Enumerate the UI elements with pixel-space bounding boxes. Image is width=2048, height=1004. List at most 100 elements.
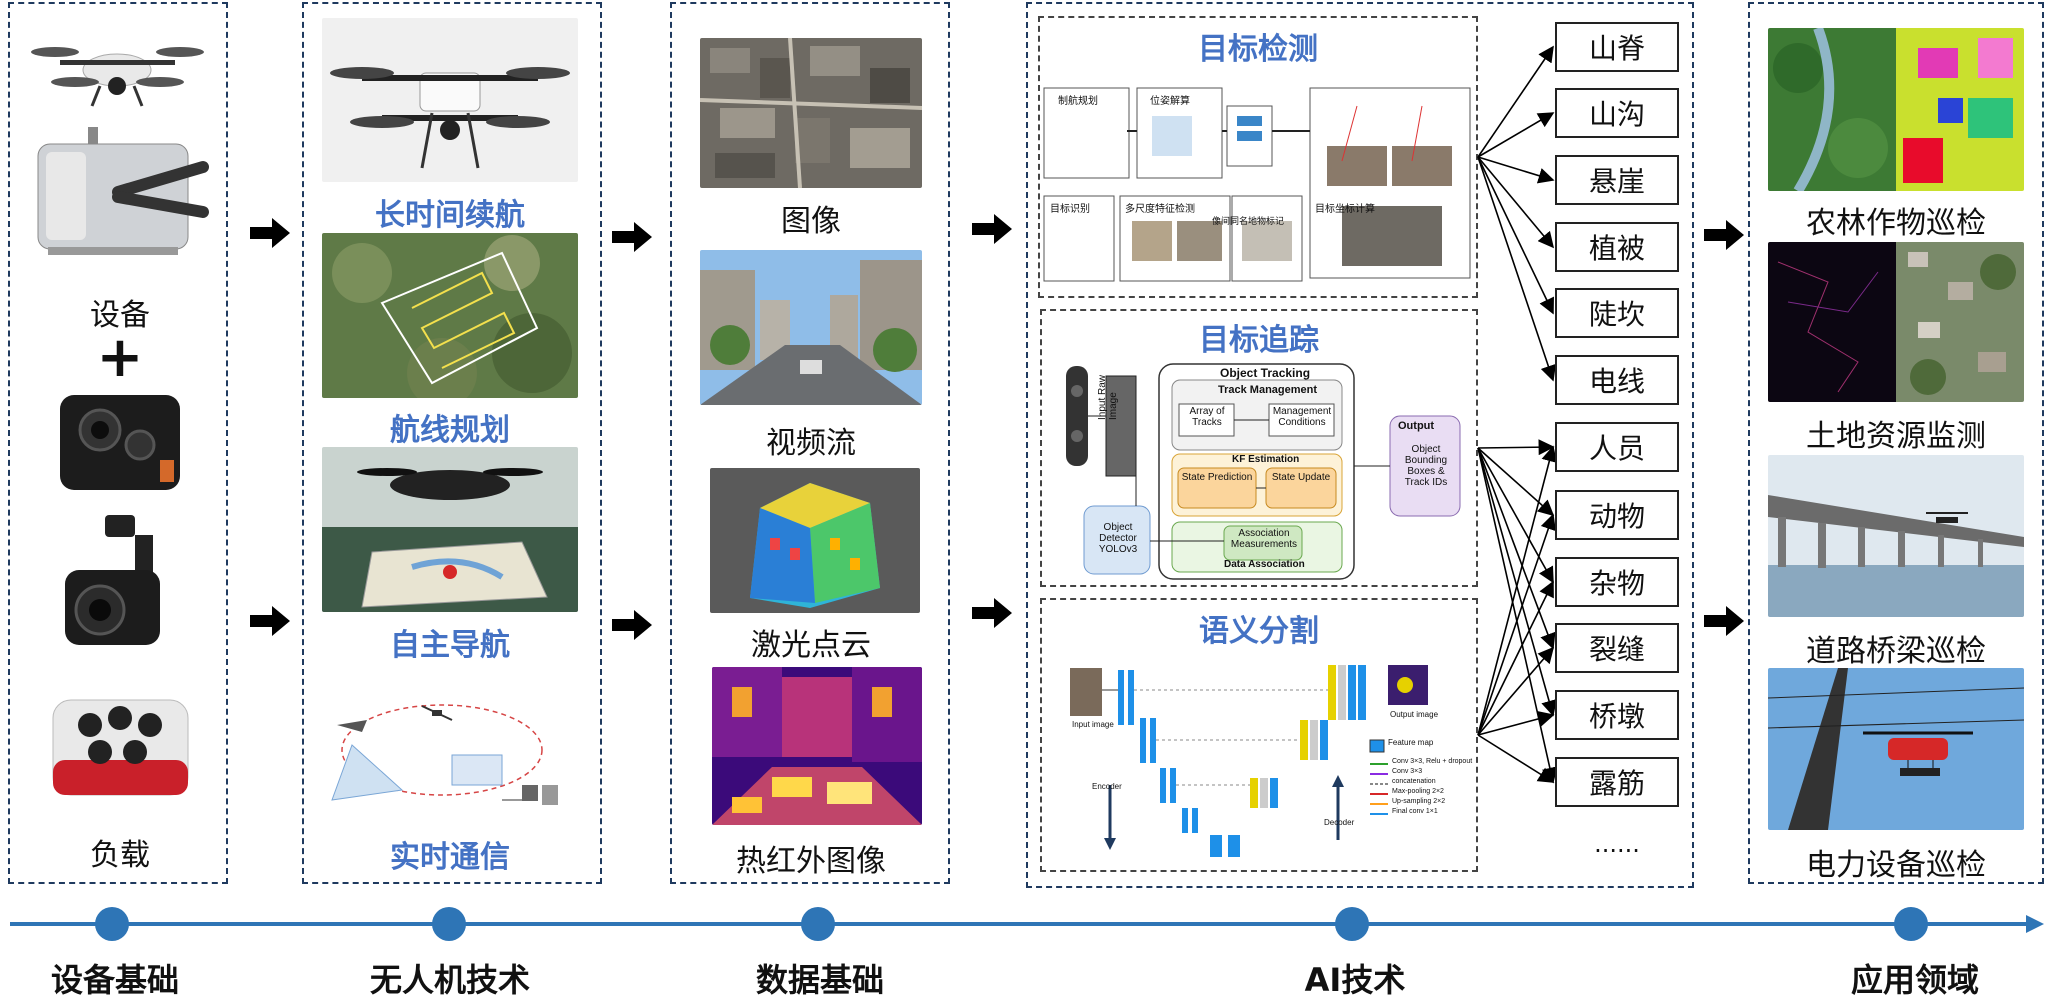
arrow-icon bbox=[972, 214, 1012, 244]
equipment-panel bbox=[8, 2, 228, 884]
object-detector-label: Object Detector YOLOv3 bbox=[1098, 522, 1138, 555]
state-prediction-label: State Prediction bbox=[1181, 472, 1253, 483]
timeline-dot bbox=[95, 907, 129, 941]
detection-pipeline-diagram bbox=[1043, 87, 1471, 282]
legend-item: Conv 3×3, Relu + dropout bbox=[1392, 758, 1473, 765]
stage-label: AI技术 bbox=[1304, 961, 1406, 999]
detection-step-label: 目标识别 bbox=[1050, 204, 1090, 215]
uav-tech-label: 航线规划 bbox=[390, 413, 510, 448]
thermal-infrared-image bbox=[712, 667, 922, 825]
tracking-architecture-diagram bbox=[1066, 363, 1461, 580]
agri-forest-image bbox=[1768, 28, 2024, 191]
detection-step-label: 目标坐标计算 bbox=[1315, 204, 1375, 215]
target-box: 山沟 bbox=[1555, 88, 1679, 138]
realtime-communication-diagram bbox=[322, 690, 578, 830]
data-type-label: 视频流 bbox=[766, 426, 856, 461]
ai-tech-panel bbox=[1026, 2, 1694, 888]
target-box: 悬崖 bbox=[1555, 155, 1679, 205]
video-stream-image bbox=[700, 250, 922, 405]
target-box: 电线 bbox=[1555, 355, 1679, 405]
uav-tech-label: 实时通信 bbox=[390, 840, 510, 875]
timeline-dot bbox=[432, 907, 466, 941]
detection-step-label: 制航规划 bbox=[1058, 96, 1098, 107]
plus-sign: + bbox=[96, 325, 144, 390]
unet-diagram bbox=[1070, 665, 1428, 857]
target-box: 露筋 bbox=[1555, 757, 1679, 807]
target-box: 裂缝 bbox=[1555, 623, 1679, 673]
target-box: 杂物 bbox=[1555, 557, 1679, 607]
detection-step-label: 像间同名地物标记 bbox=[1212, 216, 1285, 226]
drone-image bbox=[31, 47, 204, 107]
timeline-axis bbox=[10, 915, 2044, 933]
decoder-label: Decoder bbox=[1324, 818, 1355, 827]
application-label: 土地资源监测 bbox=[1806, 419, 1986, 454]
target-box: 动物 bbox=[1555, 490, 1679, 540]
route-planning-map-image bbox=[322, 233, 578, 398]
encoder-label: Encoder bbox=[1092, 782, 1122, 791]
application-label: 道路桥梁巡检 bbox=[1806, 634, 1986, 669]
legend-item: Conv 3×3 bbox=[1392, 768, 1423, 775]
legend-item: Max-pooling 2×2 bbox=[1392, 788, 1444, 795]
applications-panel bbox=[1748, 2, 2044, 884]
arrow-icon bbox=[612, 610, 652, 640]
target-box: 山脊 bbox=[1555, 22, 1679, 72]
road-bridge-image bbox=[1768, 455, 2024, 617]
output-label: Output bbox=[1398, 420, 1435, 432]
camera-payload-image bbox=[60, 395, 180, 490]
target-box: 人员 bbox=[1555, 422, 1679, 472]
array-of-tracks-label: Array of Tracks bbox=[1189, 406, 1225, 428]
lidar-point-cloud-image bbox=[710, 468, 920, 613]
detection-step-label: 多尺度特征检测 bbox=[1125, 204, 1195, 215]
input-image-label: Input image bbox=[1072, 720, 1114, 729]
stage-label: 无人机技术 bbox=[369, 961, 530, 999]
output-desc-label: Object Bounding Boxes & Track IDs bbox=[1404, 444, 1448, 488]
uav-tech-label: 自主导航 bbox=[390, 628, 510, 663]
timeline-dot bbox=[1335, 907, 1369, 941]
timeline-dot bbox=[1894, 907, 1928, 941]
detection-step-label: 位姿解算 bbox=[1150, 96, 1190, 107]
segmentation-subpanel bbox=[1040, 598, 1478, 872]
management-conditions-label: Management Conditions bbox=[1272, 406, 1332, 428]
data-base-panel bbox=[670, 2, 950, 884]
object-tracking-label: Object Tracking bbox=[1220, 366, 1311, 380]
arrow-icon bbox=[1704, 220, 1744, 250]
target-box: 植被 bbox=[1555, 222, 1679, 272]
application-label: 电力设备巡检 bbox=[1806, 848, 1986, 883]
detection-title: 目标检测 bbox=[1198, 32, 1318, 67]
arrow-icon bbox=[612, 222, 652, 252]
autonomous-navigation-image bbox=[322, 447, 578, 612]
state-update-label: State Update bbox=[1271, 472, 1331, 483]
timeline-dot bbox=[801, 907, 835, 941]
arrow-icon bbox=[250, 606, 290, 636]
application-label: 农林作物巡检 bbox=[1806, 206, 1986, 241]
data-type-label: 激光点云 bbox=[751, 628, 871, 663]
uav-tech-panel bbox=[302, 2, 602, 884]
association-measurements-label: Association Measurements bbox=[1230, 528, 1298, 550]
arrow-icon bbox=[250, 218, 290, 248]
device-image bbox=[37, 127, 209, 255]
power-equipment-image bbox=[1768, 668, 2024, 830]
legend-item: Up-sampling 2×2 bbox=[1392, 798, 1446, 805]
payload-label: 负载 bbox=[90, 838, 150, 873]
uav-tech-label: 长时间续航 bbox=[375, 198, 525, 233]
arrow-icon bbox=[1704, 606, 1744, 636]
stage-label: 设备基础 bbox=[50, 961, 179, 999]
targets-ellipsis: ...... bbox=[1594, 830, 1640, 858]
data-association-label: Data Association bbox=[1224, 559, 1305, 570]
feature-map-label: Feature map bbox=[1388, 738, 1434, 747]
target-box: 桥墩 bbox=[1555, 690, 1679, 740]
stage-label: 数据基础 bbox=[755, 961, 884, 999]
data-type-label: 图像 bbox=[781, 204, 841, 239]
kf-estimation-label: KF Estimation bbox=[1232, 454, 1300, 465]
stage-label: 应用领域 bbox=[1850, 961, 1979, 999]
legend-item: concatenation bbox=[1392, 778, 1436, 785]
target-box: 陡坎 bbox=[1555, 288, 1679, 338]
arrow-icon bbox=[972, 598, 1012, 628]
segmentation-title: 语义分割 bbox=[1199, 614, 1319, 649]
land-resource-image bbox=[1768, 242, 2024, 402]
data-type-label: 热红外图像 bbox=[736, 844, 886, 879]
gimbal-camera-image bbox=[65, 515, 160, 645]
long-endurance-drone-image bbox=[322, 18, 578, 182]
aerial-image bbox=[700, 38, 922, 188]
